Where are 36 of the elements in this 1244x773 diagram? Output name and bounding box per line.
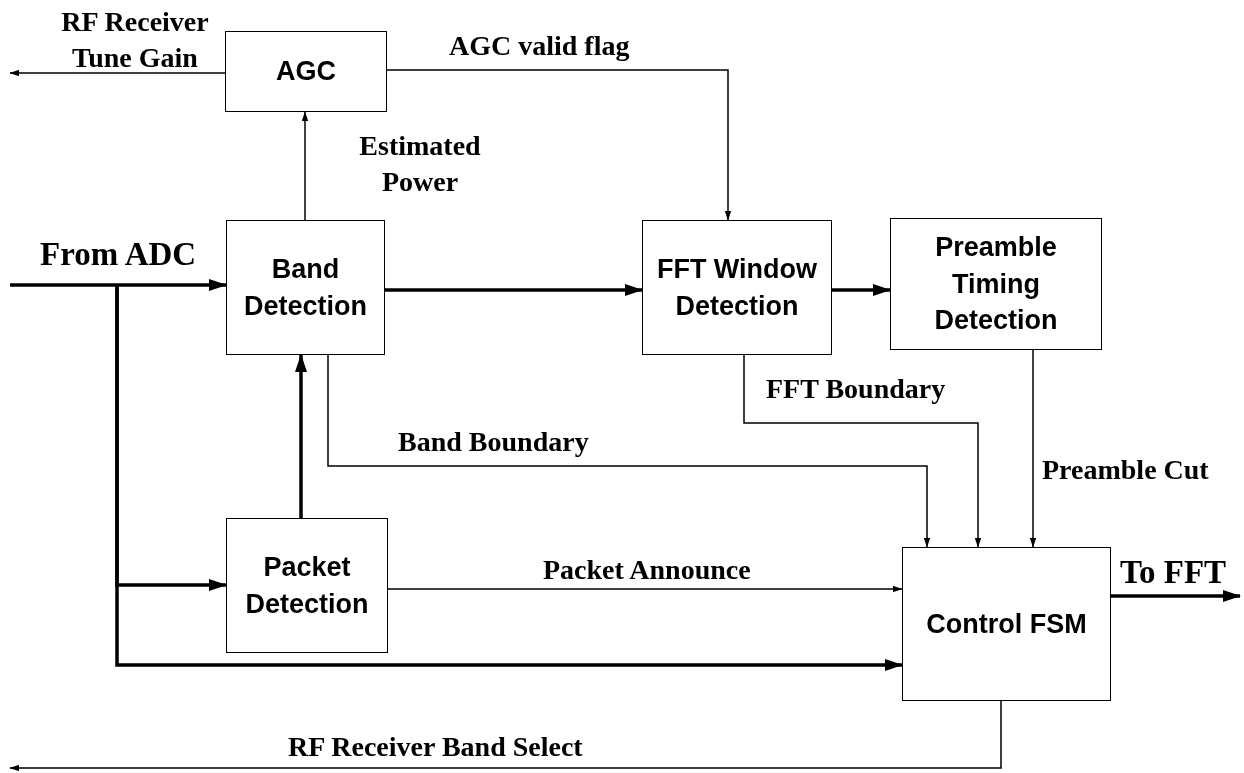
process-box xyxy=(226,518,388,653)
arrow xyxy=(386,69,732,221)
arrow xyxy=(9,69,226,77)
edge-label: RF Receiver Tune Gain xyxy=(60,5,210,76)
arrow xyxy=(301,111,309,221)
arrow xyxy=(9,700,1002,772)
arrow xyxy=(1111,590,1241,602)
arrow xyxy=(115,285,903,671)
box-label: Packet Detection xyxy=(244,551,370,621)
process-box xyxy=(890,218,1102,350)
edge-label: Band Boundary xyxy=(398,425,589,459)
process-box xyxy=(902,547,1111,701)
edge-label: To FFT xyxy=(1120,553,1227,592)
box-label: AGC xyxy=(276,55,336,89)
arrow xyxy=(1029,349,1037,548)
box-label: FFT Window Detection xyxy=(655,253,819,323)
edge-label: Estimated Power xyxy=(358,129,482,200)
arrow xyxy=(832,284,891,296)
edge-label: Packet Announce xyxy=(543,553,751,587)
edge-label: AGC valid flag xyxy=(449,29,630,63)
arrow xyxy=(10,279,227,291)
edge-label: FFT Boundary xyxy=(766,372,946,406)
edge-label: RF Receiver Band Select xyxy=(288,730,583,764)
arrow xyxy=(327,354,931,548)
process-box xyxy=(642,220,832,355)
box-label: Control FSM xyxy=(926,607,1087,641)
process-box xyxy=(226,220,385,355)
box-label: Preamble Timing Detection xyxy=(933,231,1059,338)
arrow xyxy=(387,585,903,593)
edge-label: From ADC xyxy=(40,235,197,274)
arrow xyxy=(295,354,307,518)
edge-label: Preamble Cut xyxy=(1042,453,1209,487)
arrow xyxy=(743,354,982,548)
box-label: Band Detection xyxy=(243,253,368,323)
arrow xyxy=(385,284,643,296)
process-box xyxy=(225,31,387,112)
